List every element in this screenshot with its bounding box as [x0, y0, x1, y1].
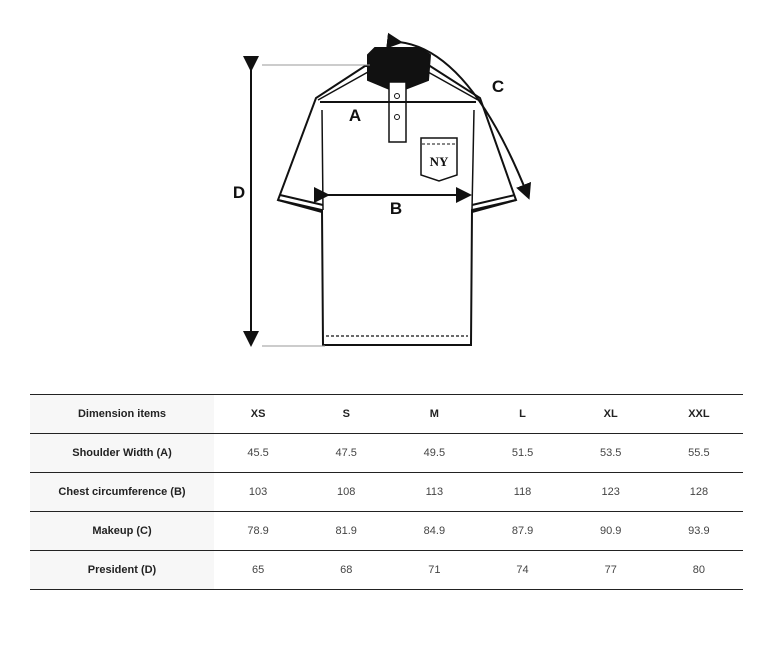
header-size: XXL	[654, 394, 743, 434]
shirt-measurement-diagram: NY A B C D	[233, 32, 532, 347]
cell: 47.5	[302, 433, 391, 473]
table-row: Shoulder Width (A) 45.5 47.5 49.5 51.5 5…	[30, 433, 743, 473]
cell: 77	[566, 550, 655, 590]
ny-logo: NY	[430, 154, 449, 169]
cell: 51.5	[478, 433, 567, 473]
cell: 68	[302, 550, 391, 590]
cell: 65	[214, 550, 303, 590]
cell: 128	[654, 472, 743, 512]
cell: 123	[566, 472, 655, 512]
cell: 80	[654, 550, 743, 590]
cell: 108	[302, 472, 391, 512]
header-size: M	[390, 394, 479, 434]
cell: 103	[214, 472, 303, 512]
row-label: President (D)	[30, 550, 214, 590]
header-dimension-items: Dimension items	[30, 394, 214, 434]
cell: 118	[478, 472, 567, 512]
table-row: President (D) 65 68 71 74 77 80	[30, 550, 743, 590]
label-c: C	[492, 77, 504, 96]
row-label: Makeup (C)	[30, 511, 214, 551]
cell: 87.9	[478, 511, 567, 551]
header-size: L	[478, 394, 567, 434]
cell: 49.5	[390, 433, 479, 473]
table-row: Makeup (C) 78.9 81.9 84.9 87.9 90.9 93.9	[30, 511, 743, 551]
cell: 55.5	[654, 433, 743, 473]
table-header-row: Dimension items XS S M L XL XXL	[30, 394, 743, 434]
header-size: XL	[566, 394, 655, 434]
cell: 71	[390, 550, 479, 590]
label-a: A	[349, 106, 361, 125]
cell: 78.9	[214, 511, 303, 551]
measure-c-arrow	[386, 32, 532, 200]
table-row: Chest circumference (B) 103 108 113 118 …	[30, 472, 743, 512]
cell: 81.9	[302, 511, 391, 551]
row-label: Shoulder Width (A)	[30, 433, 214, 473]
header-size: XS	[214, 394, 303, 434]
cell: 90.9	[566, 511, 655, 551]
cell: 84.9	[390, 511, 479, 551]
polo-shirt-icon	[276, 47, 518, 346]
cell: 113	[390, 472, 479, 512]
cell: 93.9	[654, 511, 743, 551]
row-label: Chest circumference (B)	[30, 472, 214, 512]
label-b: B	[390, 199, 402, 218]
cell: 74	[478, 550, 567, 590]
label-d: D	[233, 183, 245, 202]
size-chart-table: Dimension items XS S M L XL XXL Shoulder…	[30, 394, 743, 590]
header-size: S	[302, 394, 391, 434]
cell: 53.5	[566, 433, 655, 473]
cell: 45.5	[214, 433, 303, 473]
